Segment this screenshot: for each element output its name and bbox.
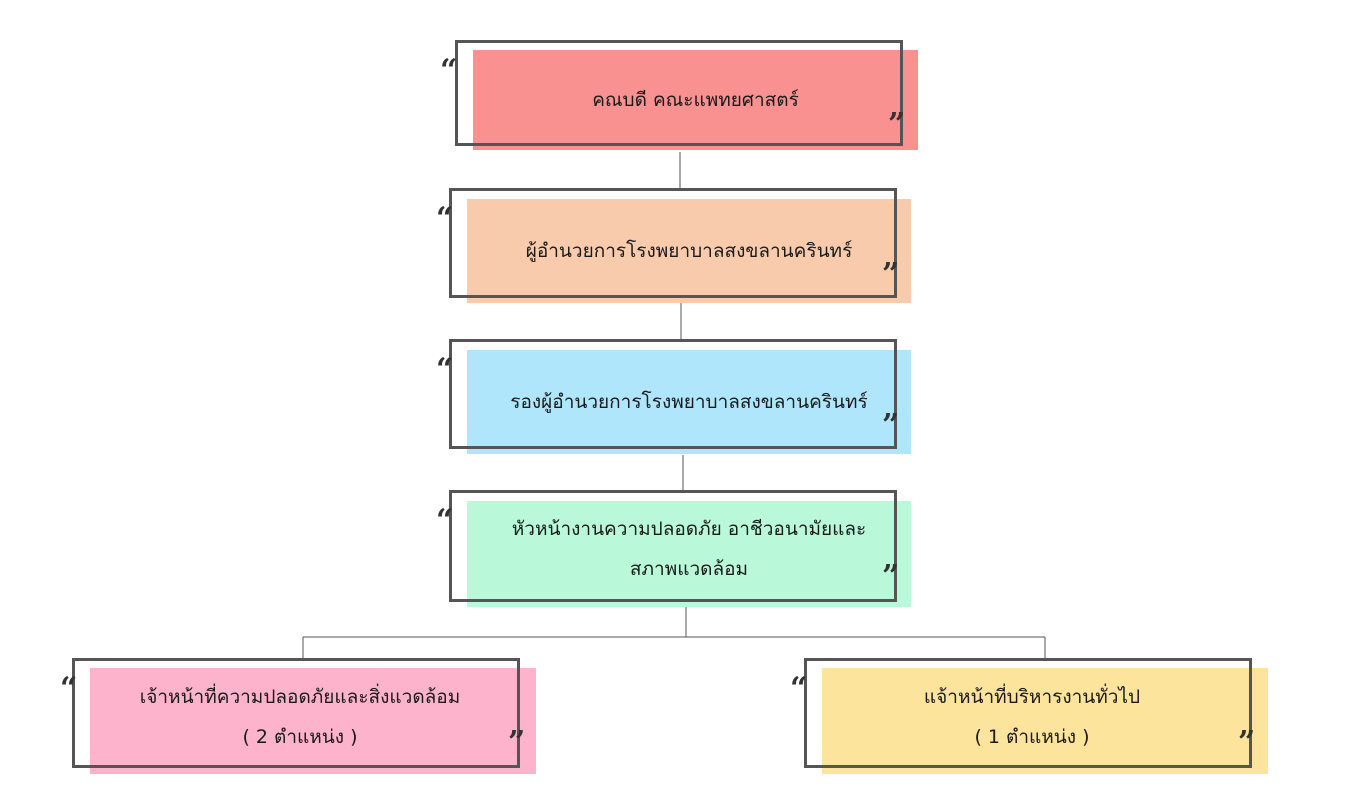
node-label: คณบดี คณะแพทยศาสตร์ <box>473 50 918 150</box>
org-node-safety-officer: “ ” เจ้าหน้าที่ความปลอดภัยและสิ่งแวดล้อม… <box>60 658 540 778</box>
node-label-line: ( 1 ตำแหน่ง ) <box>974 726 1090 748</box>
node-background <box>467 199 911 303</box>
node-label-line: แจ้าหน้าที่บริหารงานทั่วไป <box>923 686 1141 708</box>
node-frame <box>449 490 897 602</box>
open-quote-icon: “ <box>790 671 808 706</box>
node-background <box>467 350 911 454</box>
close-quote-icon: ” <box>882 408 900 443</box>
node-frame <box>449 188 897 298</box>
node-label: เจ้าหน้าที่ความปลอดภัยและสิ่งแวดล้อม ( 2… <box>90 666 510 768</box>
close-quote-icon: ” <box>888 107 906 142</box>
org-node-safety-head: “ ” หัวหน้างานความปลอดภัย อาชีวอนามัยและ… <box>436 490 916 610</box>
close-quote-icon: ” <box>508 725 526 760</box>
node-label-line: ( 2 ตำแหน่ง ) <box>242 726 358 748</box>
node-frame <box>455 40 903 146</box>
close-quote-icon: ” <box>882 559 900 594</box>
open-quote-icon: “ <box>436 503 454 538</box>
org-node-hospital-director: “ ” ผู้อำนวยการโรงพยาบาลสงขลานครินทร์ <box>436 188 916 306</box>
node-label: หัวหน้างานความปลอดภัย อาชีวอนามัยและ สภา… <box>467 499 911 599</box>
node-label: แจ้าหน้าที่บริหารงานทั่วไป ( 1 ตำแหน่ง ) <box>822 666 1242 768</box>
node-label-line: คณบดี คณะแพทยศาสตร์ <box>592 89 799 111</box>
org-node-admin-officer: “ ” แจ้าหน้าที่บริหารงานทั่วไป ( 1 ตำแหน… <box>790 658 1270 778</box>
open-quote-icon: “ <box>436 201 454 236</box>
close-quote-icon: ” <box>882 257 900 292</box>
node-label-line: เจ้าหน้าที่ความปลอดภัยและสิ่งแวดล้อม <box>139 686 461 708</box>
org-node-dean: “ ” คณบดี คณะแพทยศาสตร์ <box>440 40 920 155</box>
open-quote-icon: “ <box>436 352 454 387</box>
node-label-line: สภาพแวดล้อม <box>629 558 749 580</box>
node-background <box>822 668 1268 774</box>
node-label: ผู้อำนวยการโรงพยาบาลสงขลานครินทร์ <box>467 199 911 303</box>
org-node-deputy-director: “ ” รองผู้อำนวยการโรงพยาบาลสงขลานครินทร์ <box>436 339 916 457</box>
node-frame <box>804 658 1252 768</box>
node-background <box>467 501 911 607</box>
open-quote-icon: “ <box>60 671 78 706</box>
node-background <box>473 50 918 150</box>
node-label: รองผู้อำนวยการโรงพยาบาลสงขลานครินทร์ <box>467 350 911 454</box>
node-label-line: รองผู้อำนวยการโรงพยาบาลสงขลานครินทร์ <box>510 391 868 413</box>
node-background <box>90 668 536 774</box>
node-label-line: ผู้อำนวยการโรงพยาบาลสงขลานครินทร์ <box>525 240 853 262</box>
open-quote-icon: “ <box>440 53 458 88</box>
node-label-line: หัวหน้างานความปลอดภัย อาชีวอนามัยและ <box>511 518 867 540</box>
node-frame <box>72 658 520 768</box>
node-frame <box>449 339 897 449</box>
close-quote-icon: ” <box>1238 725 1256 760</box>
